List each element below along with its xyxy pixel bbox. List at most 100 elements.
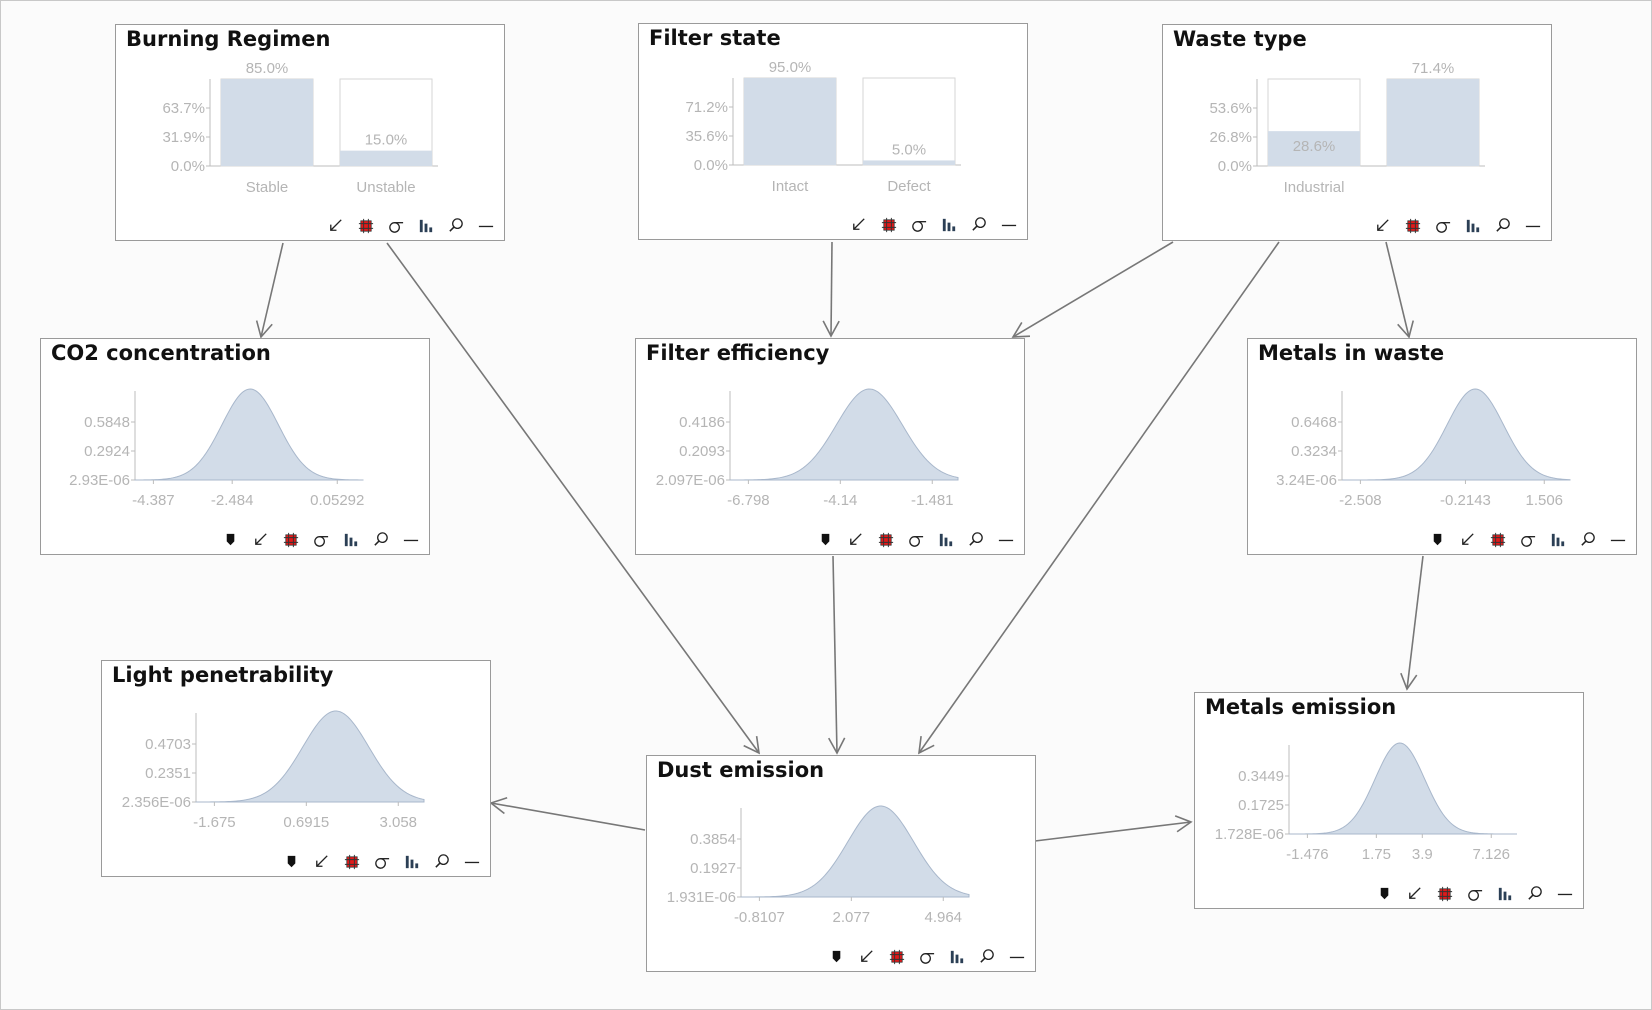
bar-chart-icon[interactable] [1495, 884, 1515, 904]
pin-icon[interactable] [816, 530, 836, 550]
arrow-down-left-icon[interactable] [326, 216, 346, 236]
evidence-icon[interactable] [1488, 530, 1508, 550]
density-curve [1342, 388, 1571, 481]
bar[interactable] [221, 79, 313, 166]
evidence-icon[interactable] [281, 530, 301, 550]
arrow-down-left-icon[interactable] [1373, 216, 1393, 236]
minimize-icon[interactable] [1007, 947, 1027, 967]
zoom-icon[interactable] [977, 947, 997, 967]
bar-chart-icon[interactable] [341, 530, 361, 550]
x-tick-label: -1.481 [911, 492, 954, 509]
sigma-icon[interactable] [311, 530, 331, 550]
node-toolbar [849, 214, 1019, 236]
evidence-icon[interactable] [1435, 884, 1455, 904]
evidence-icon[interactable] [356, 216, 376, 236]
edge-filtereff-to-dust [827, 555, 846, 755]
pin-icon[interactable] [827, 947, 847, 967]
minimize-icon[interactable] [462, 852, 482, 872]
bar-chart-icon[interactable] [402, 852, 422, 872]
zoom-icon[interactable] [1525, 884, 1545, 904]
bar-chart-icon[interactable] [1463, 216, 1483, 236]
arrow-down-left-icon[interactable] [846, 530, 866, 550]
zoom-icon[interactable] [371, 530, 391, 550]
evidence-icon[interactable] [876, 530, 896, 550]
bar[interactable] [1387, 79, 1479, 166]
evidence-icon[interactable] [887, 947, 907, 967]
zoom-icon[interactable] [1493, 216, 1513, 236]
minimize-icon[interactable] [996, 530, 1016, 550]
node-waste-type[interactable]: Waste type 53.6%26.8%0.0%28.6%Industrial… [1162, 24, 1552, 241]
sigma-icon[interactable] [372, 852, 392, 872]
sigma-icon[interactable] [1465, 884, 1485, 904]
arrow-down-left-icon[interactable] [1458, 530, 1478, 550]
bar[interactable] [863, 160, 955, 165]
evidence-icon[interactable] [879, 215, 899, 235]
x-tick-label: -1.675 [193, 814, 236, 831]
minimize-icon-glyph [464, 861, 480, 864]
x-tick-label: 1.75 [1362, 846, 1391, 863]
sigma-icon[interactable] [1518, 530, 1538, 550]
bar[interactable] [744, 78, 836, 165]
minimize-icon[interactable] [1608, 530, 1628, 550]
minimize-icon[interactable] [1523, 216, 1543, 236]
sigma-icon[interactable] [906, 530, 926, 550]
x-tick-label: 3.9 [1412, 846, 1433, 863]
bar[interactable] [1268, 131, 1360, 166]
minimize-icon[interactable] [476, 216, 496, 236]
minimize-icon[interactable] [1555, 884, 1575, 904]
bar[interactable] [340, 150, 432, 166]
arrow-down-left-icon[interactable] [857, 947, 877, 967]
bar-value-label: 71.4% [1412, 60, 1455, 77]
edge-dust-to-light [489, 796, 646, 831]
zoom-icon[interactable] [446, 216, 466, 236]
sigma-icon-glyph [1521, 536, 1536, 547]
sigma-icon[interactable] [917, 947, 937, 967]
node-burning-regimen[interactable]: Burning Regimen 63.7%31.9%0.0%85.0%Stabl… [115, 24, 505, 241]
minimize-icon[interactable] [401, 530, 421, 550]
arrow-down-left-icon[interactable] [1405, 884, 1425, 904]
pin-icon[interactable] [1375, 884, 1395, 904]
zoom-icon-glyph [1528, 886, 1542, 900]
arrow-down-left-icon-glyph [1377, 219, 1389, 231]
zoom-icon[interactable] [1578, 530, 1598, 550]
evidence-icon-glyph [878, 532, 894, 548]
evidence-icon[interactable] [342, 852, 362, 872]
pin-icon[interactable] [221, 530, 241, 550]
zoom-icon[interactable] [969, 215, 989, 235]
bar-chart-icon[interactable] [947, 947, 967, 967]
arrow-down-left-icon[interactable] [849, 215, 869, 235]
zoom-icon-glyph [374, 532, 388, 546]
evidence-icon[interactable] [1403, 216, 1423, 236]
y-tick-label: 53.6% [1209, 100, 1252, 117]
zoom-icon[interactable] [966, 530, 986, 550]
sigma-icon-glyph [909, 536, 924, 547]
y-tick-label: 0.4703 [145, 736, 191, 753]
bar-chart-icon[interactable] [416, 216, 436, 236]
arrow-down-left-icon[interactable] [251, 530, 271, 550]
sigma-icon-glyph [314, 536, 329, 547]
sigma-icon[interactable] [386, 216, 406, 236]
bar-chart-icon[interactable] [939, 215, 959, 235]
bar-chart-icon[interactable] [936, 530, 956, 550]
zoom-icon[interactable] [432, 852, 452, 872]
bar-chart-icon[interactable] [1548, 530, 1568, 550]
minimize-icon[interactable] [999, 215, 1019, 235]
pin-icon[interactable] [1428, 530, 1448, 550]
sigma-icon[interactable] [909, 215, 929, 235]
category-label: Intact [772, 178, 810, 195]
arrow-down-left-icon[interactable] [312, 852, 332, 872]
y-tick-label: 71.2% [685, 99, 728, 116]
node-title: CO2 concentration [51, 341, 271, 365]
pin-icon[interactable] [282, 852, 302, 872]
sigma-icon[interactable] [1433, 216, 1453, 236]
